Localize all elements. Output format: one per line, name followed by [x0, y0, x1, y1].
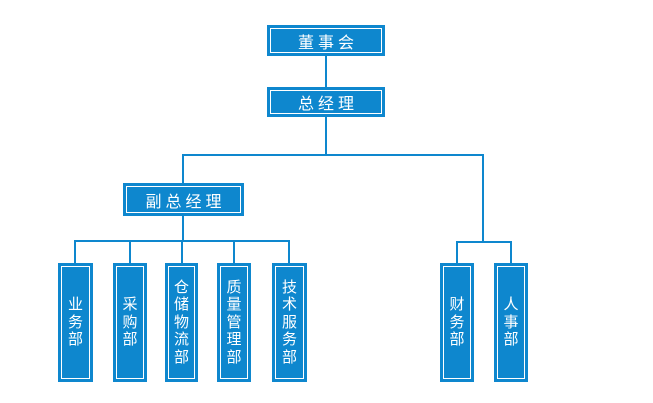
connector-split-dgm — [182, 154, 184, 184]
connector-stub-business — [74, 240, 76, 263]
connector-stub-techservice — [288, 240, 290, 263]
org-node-inner: 仓储物流部 — [168, 266, 195, 379]
connector-board-gm — [325, 56, 327, 87]
connector-dgm-children — [182, 216, 184, 242]
org-node-general-manager[interactable]: 总经理 — [267, 87, 385, 117]
connector-stub-finance — [456, 241, 458, 263]
org-node-inner: 业务部 — [61, 266, 90, 379]
org-node-inner: 财务部 — [443, 266, 471, 379]
org-node-dept-finance[interactable]: 财务部 — [440, 263, 474, 382]
org-node-deputy-general-manager[interactable]: 副总经理 — [123, 183, 244, 216]
node-label: 总经理 — [297, 94, 358, 113]
node-label: 技术服务部 — [282, 278, 298, 366]
node-label: 质量管理部 — [226, 278, 242, 366]
node-label: 仓储物流部 — [174, 278, 190, 366]
node-label: 人事部 — [503, 295, 519, 349]
org-node-dept-business[interactable]: 业务部 — [58, 263, 93, 382]
node-label: 财务部 — [449, 295, 465, 349]
node-label: 副总经理 — [145, 191, 226, 211]
org-node-inner: 采购部 — [116, 266, 144, 379]
connector-stub-quality — [233, 240, 235, 263]
org-node-dept-quality-management[interactable]: 质量管理部 — [217, 263, 251, 382]
node-label: 采购部 — [122, 295, 138, 349]
connector-split-right — [482, 154, 484, 243]
connector-right-branch — [456, 241, 512, 243]
connector-stub-warehouse — [181, 240, 183, 263]
connector-main-split — [182, 154, 484, 156]
org-node-board[interactable]: 董事会 — [267, 25, 385, 56]
org-node-dept-technical-service[interactable]: 技术服务部 — [272, 263, 307, 382]
connector-stub-hr — [510, 241, 512, 263]
node-label: 业务部 — [68, 295, 84, 349]
connector-stub-purchasing — [129, 240, 131, 263]
org-node-inner: 技术服务部 — [275, 266, 304, 379]
org-node-inner: 总经理 — [270, 90, 382, 114]
org-node-inner: 人事部 — [497, 266, 525, 379]
org-node-dept-warehouse-logistics[interactable]: 仓储物流部 — [165, 263, 198, 382]
org-node-dept-purchasing[interactable]: 采购部 — [113, 263, 147, 382]
org-node-inner: 质量管理部 — [220, 266, 248, 379]
connector-gm-split — [325, 117, 327, 155]
node-label: 董事会 — [297, 32, 358, 52]
org-node-inner: 董事会 — [270, 28, 382, 53]
org-node-inner: 副总经理 — [126, 186, 241, 213]
org-node-dept-hr[interactable]: 人事部 — [494, 263, 528, 382]
